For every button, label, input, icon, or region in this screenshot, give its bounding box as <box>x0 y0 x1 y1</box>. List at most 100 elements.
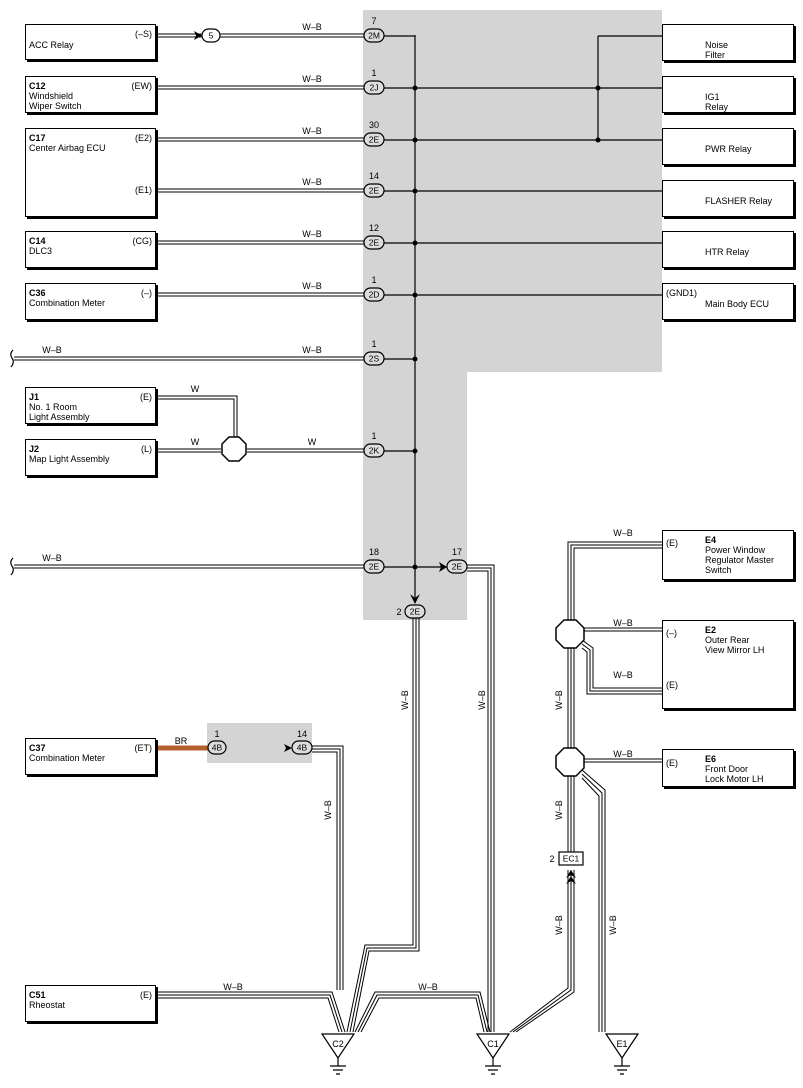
connector-pin-numbers: 7 1 30 14 12 1 1 1 18 17 2 1 14 2 <box>214 16 554 864</box>
wire-cut-marks <box>10 349 14 576</box>
c17-center-airbag-ecu: C17 Center Airbag ECU (E2) (E1) <box>25 128 156 217</box>
svg-text:W–B: W–B <box>418 982 438 992</box>
ground-e1 <box>604 1033 640 1060</box>
svg-text:1: 1 <box>214 729 219 739</box>
c14-dlc3: C14 DLC3 (CG) <box>25 231 156 268</box>
svg-text:2D: 2D <box>369 290 380 300</box>
connector-2e-14 <box>363 183 385 198</box>
connector-labels: 5 2M 2J 2E 2E 2E 2D 2S 2K 2E 2E 2E 4B 4B… <box>209 31 580 864</box>
svg-text:W–B: W–B <box>302 281 322 291</box>
svg-text:W–B: W–B <box>613 528 633 538</box>
svg-text:1: 1 <box>371 431 376 441</box>
svg-text:W: W <box>308 437 317 447</box>
svg-text:W–B: W–B <box>302 229 322 239</box>
splice-j <box>221 436 247 462</box>
svg-text:18: 18 <box>369 547 379 557</box>
acc-relay: ACC Relay (–S) <box>25 24 156 60</box>
svg-text:2E: 2E <box>452 562 463 572</box>
svg-text:2E: 2E <box>369 562 380 572</box>
svg-text:2E: 2E <box>410 607 421 617</box>
connector-2d <box>363 287 385 302</box>
svg-text:1: 1 <box>371 275 376 285</box>
connector-2k <box>363 443 385 458</box>
pwr-relay: PWR Relay <box>662 128 794 165</box>
svg-text:2E: 2E <box>369 186 380 196</box>
connector-5 <box>201 28 221 43</box>
svg-text:W: W <box>191 437 200 447</box>
connector-4b-14 <box>291 740 313 755</box>
connector-arrows <box>194 31 576 884</box>
splice-e4e2 <box>555 619 585 649</box>
svg-text:4B: 4B <box>297 743 308 753</box>
svg-text:W–B: W–B <box>323 800 333 820</box>
c51-rheostat: C51 Rheostat (E) <box>25 985 156 1022</box>
svg-text:2E: 2E <box>369 135 380 145</box>
e2-outer-rear-view-mirror: (–) (E) E2 Outer Rear View Mirror LH <box>662 620 794 709</box>
svg-text:W–B: W–B <box>42 553 62 563</box>
connector-capsules <box>201 28 584 866</box>
svg-text:2M: 2M <box>368 31 380 41</box>
splice-e6 <box>555 747 585 777</box>
svg-text:14: 14 <box>297 729 307 739</box>
connector-2m <box>363 28 385 43</box>
svg-text:4B: 4B <box>212 743 223 753</box>
svg-text:30: 30 <box>369 120 379 130</box>
splice-dots <box>412 85 601 570</box>
svg-text:W–B: W–B <box>400 690 410 710</box>
main-body-ecu: (GND1) Main Body ECU <box>662 283 794 320</box>
svg-text:W–B: W–B <box>302 177 322 187</box>
e4-power-window-master-switch: (E) E4 Power Window Regulator Master Swi… <box>662 530 794 580</box>
connector-4b-1 <box>207 740 227 755</box>
octagon-splices <box>221 436 585 777</box>
svg-text:EC1: EC1 <box>563 854 580 864</box>
connector-2e-30 <box>363 132 385 147</box>
connector-2e-18 <box>363 559 385 574</box>
wires-right <box>384 35 662 568</box>
svg-text:W–B: W–B <box>302 74 322 84</box>
svg-text:17: 17 <box>452 547 462 557</box>
svg-text:W–B: W–B <box>302 22 322 32</box>
ground-c1-label: C1 <box>487 1039 499 1049</box>
svg-text:W–B: W–B <box>613 670 633 680</box>
svg-text:W–B: W–B <box>477 690 487 710</box>
j1-room-light: J1 No. 1 Room Light Assembly (E) <box>25 387 156 424</box>
connector-ec1 <box>558 851 584 866</box>
ground-c2 <box>320 1033 356 1060</box>
ig1-relay: IG1 Relay <box>662 76 794 113</box>
svg-text:2J: 2J <box>370 83 379 93</box>
c37-combination-meter: C37 Combination Meter (ET) <box>25 738 156 775</box>
connector-2j <box>363 80 385 95</box>
wire-labels: W–B W–B W–B W–B W–B W–B W–B W–B W W W W–… <box>42 22 633 992</box>
ground-c2-label: C2 <box>332 1039 344 1049</box>
svg-text:W–B: W–B <box>613 618 633 628</box>
svg-text:W–B: W–B <box>554 800 564 820</box>
svg-text:12: 12 <box>369 223 379 233</box>
flasher-relay: FLASHER Relay <box>662 180 794 217</box>
svg-text:2E: 2E <box>369 238 380 248</box>
ground-e1-label: E1 <box>616 1039 627 1049</box>
c12-windshield-wiper-switch: C12 Windshield Wiper Switch (EW) <box>25 76 156 113</box>
svg-text:2K: 2K <box>369 446 380 456</box>
connector-2e-17 <box>446 559 468 574</box>
wires-ground <box>346 541 662 1033</box>
svg-text:W–B: W–B <box>608 915 618 935</box>
svg-text:W–B: W–B <box>554 915 564 935</box>
shaded-junction-area <box>207 10 662 763</box>
svg-text:W–B: W–B <box>302 126 322 136</box>
svg-text:W–B: W–B <box>554 690 564 710</box>
c36-combination-meter: C36 Combination Meter (–) <box>25 283 156 320</box>
connector-2e-2 <box>404 604 426 619</box>
svg-text:1: 1 <box>371 339 376 349</box>
e6-front-door-lock-motor: (E) E6 Front Door Lock Motor LH <box>662 749 794 787</box>
svg-text:W–B: W–B <box>613 749 633 759</box>
ground-symbols <box>320 1033 640 1075</box>
svg-text:2S: 2S <box>369 354 380 364</box>
wires-left <box>14 33 364 1033</box>
svg-text:5: 5 <box>209 31 214 41</box>
svg-text:BR: BR <box>175 736 188 746</box>
svg-text:2: 2 <box>396 607 401 617</box>
connector-2s <box>363 351 385 366</box>
connector-2e-12 <box>363 235 385 250</box>
svg-text:1: 1 <box>371 68 376 78</box>
